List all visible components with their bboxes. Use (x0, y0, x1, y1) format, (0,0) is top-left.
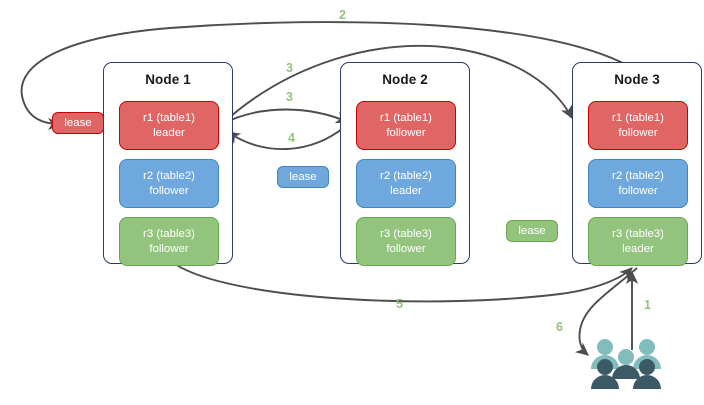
node-1-replica-r3[interactable]: r3 (table3) follower (119, 217, 219, 266)
node-2-replica-r1[interactable]: r1 (table1) follower (356, 101, 456, 150)
replica-name: r2 (table2) (380, 170, 432, 182)
node-1-replica-r1[interactable]: r1 (table1) leader (119, 101, 219, 150)
edge-label-6: 6 (556, 320, 563, 334)
replica-name: r1 (table1) (380, 112, 432, 124)
node-3-replica-r2[interactable]: r2 (table2) follower (588, 159, 688, 208)
lease-badge-r2[interactable]: lease (277, 166, 329, 188)
replica-role: leader (390, 184, 422, 197)
edge-label-5: 5 (396, 297, 403, 311)
node-2-replica-r2[interactable]: r2 (table2) leader (356, 159, 456, 208)
replica-role: follower (618, 184, 658, 197)
edge-3-node1-to-node2 (221, 108, 350, 125)
node-3-replica-r1[interactable]: r1 (table1) follower (588, 101, 688, 150)
node-1-title: Node 1 (145, 72, 191, 87)
replica-role: follower (149, 242, 189, 255)
replica-name: r3 (table3) (143, 228, 195, 240)
replica-name: r2 (table2) (143, 170, 195, 182)
replica-name: r3 (table3) (380, 228, 432, 240)
node-2-title: Node 2 (382, 72, 428, 87)
replica-role: follower (386, 242, 426, 255)
node-3-title: Node 3 (614, 72, 660, 87)
replica-role: leader (622, 242, 654, 255)
node-2[interactable]: Node 2 r1 (table1) follower r2 (table2) … (340, 62, 470, 266)
edge-label-3-lower: 3 (286, 90, 293, 104)
node-1[interactable]: Node 1 r1 (table1) leader r2 (table2) fo… (103, 62, 233, 266)
edge-5-node1-to-node3 (174, 263, 633, 303)
replica-name: r3 (table3) (612, 228, 664, 240)
replica-name: r2 (table2) (612, 170, 664, 182)
lease-badge-r1[interactable]: lease (52, 112, 104, 134)
edge-label-4: 4 (288, 131, 295, 145)
replica-role: follower (386, 126, 426, 139)
lease-badge-r3[interactable]: lease (506, 220, 558, 242)
replica-name: r1 (table1) (143, 112, 195, 124)
replica-role: follower (618, 126, 658, 139)
node-1-replica-r2[interactable]: r2 (table2) follower (119, 159, 219, 208)
node-2-replica-r3[interactable]: r3 (table3) follower (356, 217, 456, 266)
node-3-replica-r3[interactable]: r3 (table3) leader (588, 217, 688, 266)
people-icon (591, 339, 661, 389)
edge-label-1: 1 (644, 298, 651, 312)
edge-label-2: 2 (339, 8, 346, 22)
replica-role: leader (153, 126, 185, 139)
replica-role: follower (149, 184, 189, 197)
edge-label-3-upper: 3 (286, 61, 293, 75)
node-3[interactable]: Node 3 r1 (table1) follower r2 (table2) … (572, 62, 702, 266)
replica-name: r1 (table1) (612, 112, 664, 124)
